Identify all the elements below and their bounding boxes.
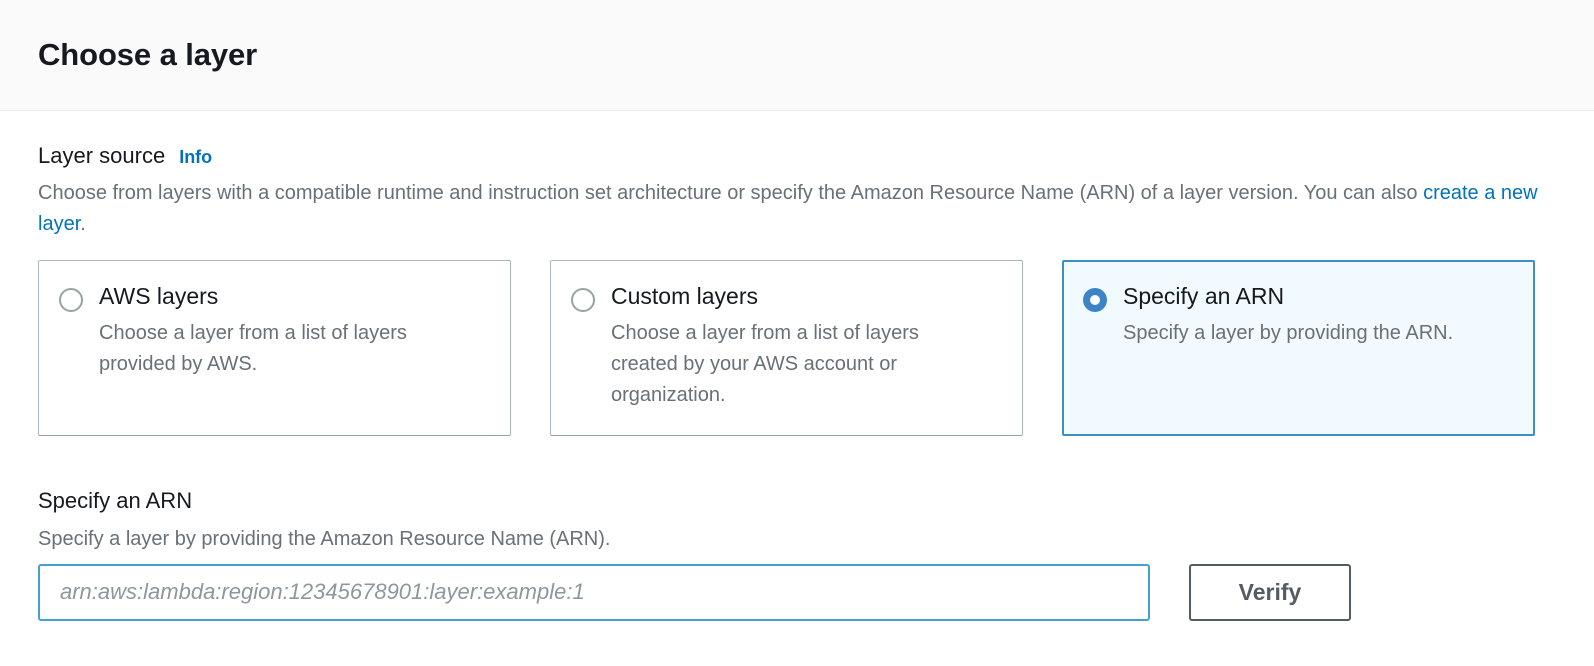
radio-unchecked-icon[interactable]: [59, 288, 83, 313]
layer-source-label: Layer source: [38, 143, 166, 168]
arn-input-row: Verify: [38, 563, 1556, 621]
arn-field-label: Specify an ARN: [38, 488, 193, 514]
page-title: Choose a layer: [38, 36, 258, 72]
tile-row: AWS layers Choose a layer from a list of…: [59, 283, 490, 379]
arn-input[interactable]: [38, 563, 1150, 621]
tile-text: Specify an ARN Specify a layer by provid…: [1123, 283, 1453, 348]
layer-source-option-specify-an-arn[interactable]: Specify an ARN Specify a layer by provid…: [1062, 260, 1535, 437]
tile-text: Custom layers Choose a layer from a list…: [611, 283, 986, 410]
tile-text: AWS layers Choose a layer from a list of…: [99, 283, 474, 379]
create-a-new-layer-link[interactable]: create a new layer: [38, 182, 1538, 236]
tile-description: Specify a layer by providing the ARN.: [1123, 321, 1454, 344]
tile-description: Choose a layer from a list of layers cre…: [611, 321, 919, 406]
layer-source-option-custom-layers[interactable]: Custom layers Choose a layer from a list…: [550, 260, 1023, 437]
tile-description: Choose a layer from a list of layers pro…: [99, 321, 407, 375]
layer-source-description-text-2: .: [80, 213, 86, 236]
arn-section: Specify an ARN Specify a layer by provid…: [38, 488, 1556, 621]
tile-title: Custom layers: [611, 283, 758, 310]
layer-source-info-link[interactable]: Info: [179, 147, 213, 167]
tile-title: AWS layers: [99, 283, 219, 310]
layer-source-description: Choose from layers with a compatible run…: [38, 178, 1538, 240]
arn-field-description: Specify a layer by providing the Amazon …: [38, 527, 611, 550]
tile-row: Custom layers Choose a layer from a list…: [571, 283, 1002, 410]
page-header: Choose a layer: [0, 0, 1594, 111]
layer-source-description-text-1: Choose from layers with a compatible run…: [38, 182, 1424, 205]
radio-unchecked-icon[interactable]: [571, 288, 595, 313]
radio-checked-icon[interactable]: [1083, 288, 1107, 313]
tile-row: Specify an ARN Specify a layer by provid…: [1083, 283, 1514, 348]
layer-source-label-row: Layer source Info: [38, 143, 1556, 169]
layer-source-option-aws-layers[interactable]: AWS layers Choose a layer from a list of…: [38, 260, 511, 437]
page-body: Layer source Info Choose from layers wit…: [0, 111, 1594, 621]
tile-title: Specify an ARN: [1123, 283, 1285, 310]
verify-button[interactable]: Verify: [1189, 563, 1351, 621]
layer-source-radio-group: AWS layers Choose a layer from a list of…: [38, 260, 1556, 437]
